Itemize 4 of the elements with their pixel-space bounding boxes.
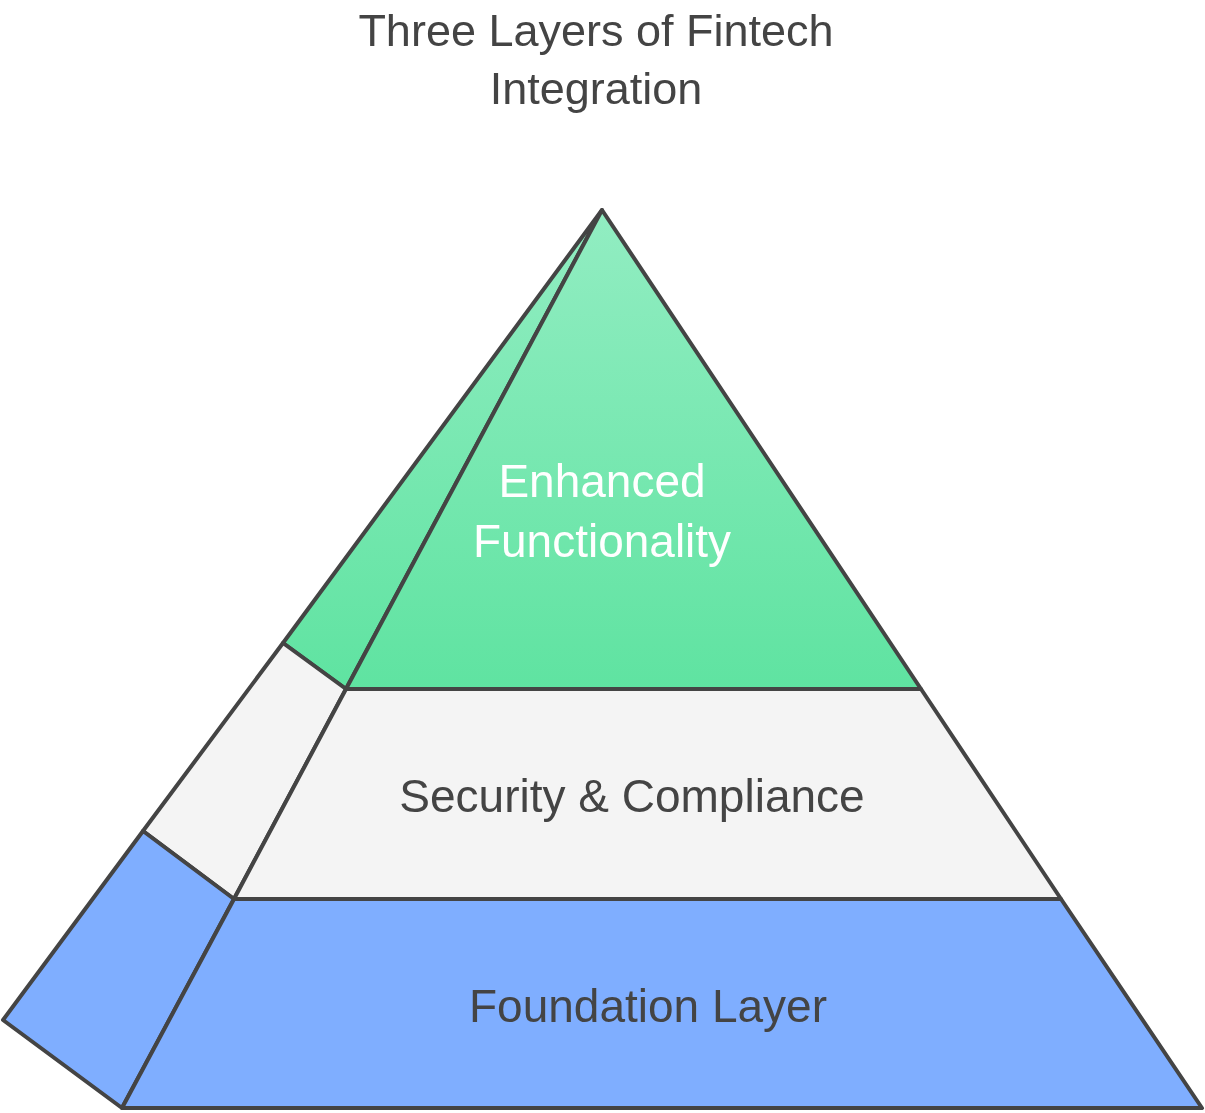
layer-label: Security & Compliance bbox=[398, 769, 866, 824]
layer-label: Enhanced Functionality bbox=[471, 454, 733, 569]
diagram-title: Three Layers of Fintech Integration bbox=[357, 4, 835, 116]
layer-label: Foundation Layer bbox=[468, 979, 828, 1034]
